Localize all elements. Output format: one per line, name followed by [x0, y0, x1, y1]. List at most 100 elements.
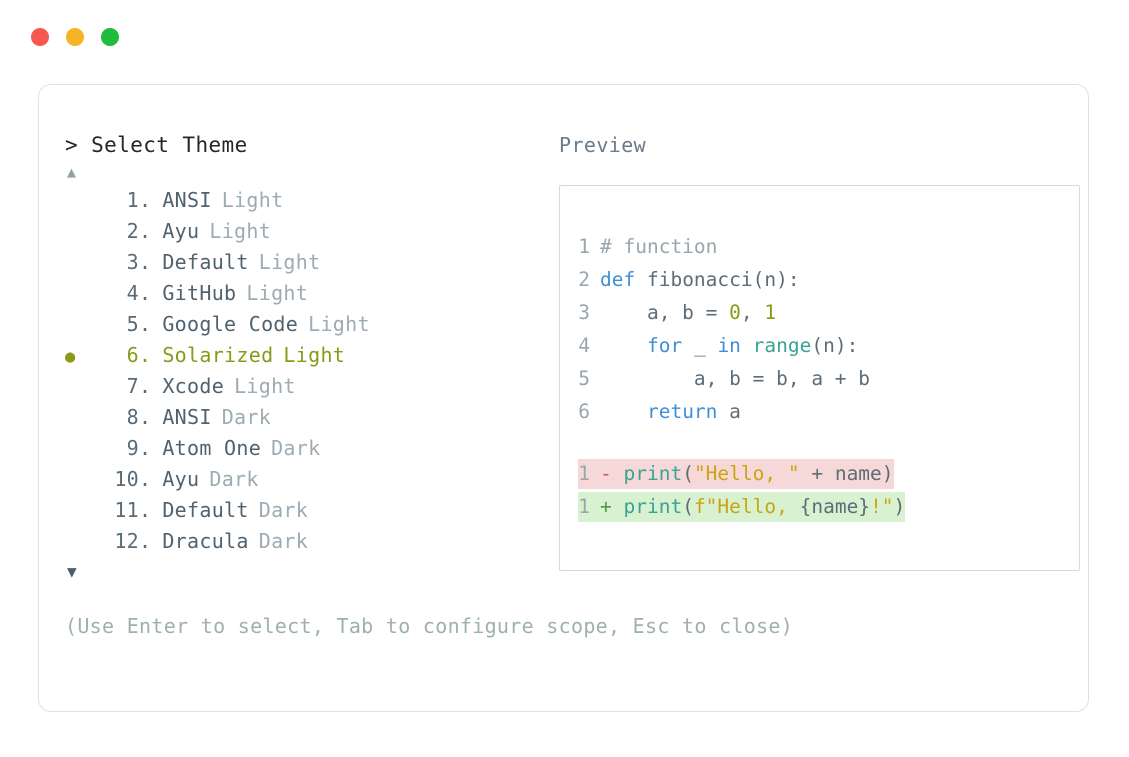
code-line-number: 1	[578, 495, 590, 518]
theme-picker-card: > Select Theme ▲ ●1.ANSILight●2.AyuLight…	[38, 84, 1089, 712]
theme-list-item[interactable]: ● 3. Default Light	[65, 247, 535, 278]
code-line: 3 a, b = 0, 1	[578, 296, 1079, 329]
theme-item-name: ANSI	[162, 188, 212, 212]
theme-item-number-dot: .	[139, 188, 152, 212]
code-line: 5 a, b = b, a + b	[578, 362, 1079, 395]
theme-item-name: Solarized	[162, 343, 274, 367]
keyboard-hint: (Use Enter to select, Tab to configure s…	[65, 614, 794, 638]
code-line-number: 2	[578, 268, 590, 291]
code-line-number: 3	[578, 301, 590, 324]
code-token-plain	[600, 400, 647, 423]
theme-item-name: Google Code	[162, 312, 299, 336]
code-token-plain: ,	[740, 301, 765, 324]
theme-item-number: 3	[126, 250, 139, 274]
theme-item-variant: Light	[258, 250, 321, 274]
code-token-plain: _	[682, 334, 718, 357]
theme-item-name: Default	[162, 498, 249, 522]
theme-item-number-dot: .	[139, 436, 152, 460]
code-token-kw: for	[646, 334, 683, 357]
code-diff-sample: 1- print("Hello, " + name)1+ print(f"Hel…	[578, 457, 1079, 523]
code-token-plain: (	[682, 462, 694, 485]
code-line-number: 4	[578, 334, 590, 357]
window-controls	[31, 28, 119, 46]
close-button[interactable]	[31, 28, 49, 46]
code-diff-line-add: 1+ print(f"Hello, {name}!")	[578, 492, 906, 522]
theme-item-number: 12	[114, 529, 139, 553]
prompt-title: Select Theme	[91, 133, 248, 157]
code-token-plain: a, b =	[600, 301, 730, 324]
theme-item-number: 5	[126, 312, 139, 336]
theme-item-number-dot: .	[139, 529, 152, 553]
theme-item-name: Default	[162, 250, 249, 274]
theme-item-name: GitHub	[162, 281, 237, 305]
theme-item-variant: Dark	[258, 529, 309, 553]
code-token-kw: def	[600, 268, 636, 291]
theme-item-variant: Light	[221, 188, 284, 212]
selected-dot-icon: ●	[65, 528, 93, 559]
code-token-plain	[600, 334, 647, 357]
selected-dot-icon: ●	[65, 373, 93, 404]
code-token-plain: + name)	[799, 462, 894, 485]
theme-item-number: 11	[114, 498, 139, 522]
theme-item-variant: Light	[246, 281, 309, 305]
selected-dot-icon: ●	[65, 404, 93, 435]
theme-item-number-dot: .	[139, 250, 152, 274]
code-line: 1# function	[578, 230, 1079, 263]
theme-list-item[interactable]: ● 6. Solarized Light	[65, 340, 535, 371]
minimize-button[interactable]	[66, 28, 84, 46]
theme-item-variant: Light	[308, 312, 370, 336]
theme-item-number-dot: .	[139, 219, 152, 243]
theme-item-number: 6	[126, 343, 139, 367]
theme-item-number-dot: .	[139, 467, 152, 491]
theme-item-number-dot: .	[139, 405, 152, 429]
code-token-plain: fibonacci(n):	[635, 268, 800, 291]
theme-item-number-dot: .	[139, 498, 152, 522]
selected-dot-icon: ●	[65, 249, 93, 280]
selected-dot-icon: ●	[65, 218, 93, 249]
code-token-fn: print	[623, 462, 683, 485]
preview-label: Preview	[559, 133, 647, 157]
theme-item-number: 2	[126, 219, 139, 243]
selected-dot-icon: ●	[65, 187, 93, 218]
theme-item-number: 4	[126, 281, 139, 305]
code-token-fn: range	[752, 334, 812, 357]
theme-item-number-dot: .	[139, 343, 152, 367]
selected-dot-icon: ●	[65, 497, 93, 528]
scroll-up-icon[interactable]: ▲	[67, 163, 77, 181]
theme-selection-panel: > Select Theme ▲ ●1.ANSILight●2.AyuLight…	[65, 131, 794, 641]
selected-dot-icon: ●	[65, 311, 93, 342]
code-line-number: 1	[578, 462, 590, 485]
selected-dot-icon: ●	[65, 347, 76, 367]
theme-item-name: ANSI	[162, 405, 212, 429]
prompt-line: > Select Theme	[65, 131, 535, 159]
theme-item-variant: Light	[283, 343, 346, 367]
code-token-plain: (	[682, 495, 694, 518]
diff-sign-del: -	[600, 462, 624, 485]
code-token-plain: a	[717, 400, 741, 423]
code-diff-row: 1+ print(f"Hello, {name}!")	[578, 490, 1079, 523]
theme-item-name: Ayu	[162, 219, 200, 243]
theme-item-name: Xcode	[162, 374, 225, 398]
scroll-down-icon[interactable]: ▼	[67, 562, 77, 581]
code-token-kw: in	[717, 334, 741, 357]
zoom-button[interactable]	[101, 28, 119, 46]
code-token-num: 1	[764, 301, 777, 324]
theme-item-variant: Dark	[209, 467, 259, 491]
code-line: 2 def fibonacci(n):	[578, 263, 1079, 296]
theme-item-name: Atom One	[162, 436, 262, 460]
code-token-comment: # function	[600, 235, 718, 258]
theme-item-number-dot: .	[139, 374, 152, 398]
theme-item-number: 8	[126, 405, 139, 429]
